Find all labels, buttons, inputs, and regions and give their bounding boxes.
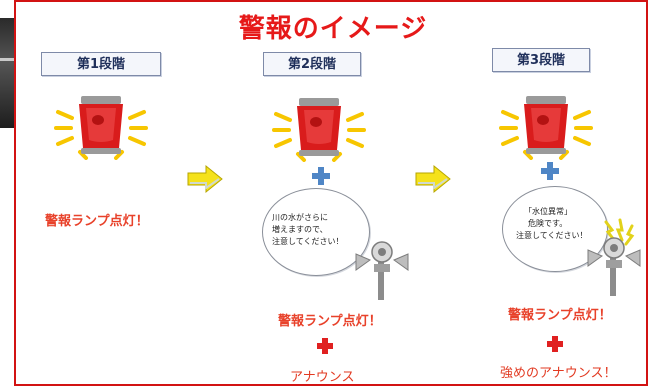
left-photo-fragment	[0, 18, 14, 128]
plus-icon	[541, 162, 559, 180]
stage-2-lamp-text: 警報ランプ点灯！	[278, 314, 382, 329]
stage-3-lamp-text: 警報ランプ点灯！	[508, 308, 612, 323]
stage-1-label: 第1段階	[41, 52, 161, 76]
arrow-right-icon	[186, 164, 224, 194]
plus-icon	[312, 167, 330, 185]
stage-3-bubble-line-3: 注意してください！	[516, 231, 588, 240]
stage-1-lamp-icon	[46, 90, 156, 160]
stage-3-bubble-line-1: 「水位異常」	[524, 207, 572, 216]
stage-2-label: 第2段階	[263, 52, 361, 76]
arrow-right-icon	[414, 164, 452, 194]
stage-2-bubble-line-2: 増えますので、	[272, 225, 328, 234]
stage-3-label: 第3段階	[492, 48, 590, 72]
stage-3-announce-text: 強めのアナウンス！	[500, 366, 617, 381]
stage-2-loudspeaker-icon	[352, 230, 412, 300]
stage-1-lamp-text: 警報ランプ点灯！	[45, 214, 149, 229]
stage-3-lamp-icon	[491, 90, 601, 160]
plus-icon	[317, 338, 333, 354]
page-title: 警報のイメージ	[238, 14, 428, 44]
stage-2-bubble-line-1: 川の水がさらに	[272, 213, 328, 222]
stage-2-lamp-icon	[264, 92, 374, 162]
stage-2-announce-text: アナウンス	[290, 370, 355, 385]
stage-2-speech-bubble	[262, 188, 370, 276]
stage-2-bubble-line-3: 注意してください！	[272, 237, 344, 246]
plus-icon	[547, 336, 563, 352]
slide-frame: 警報のイメージ 第1段階	[14, 0, 648, 386]
stage-3-loudspeaker-icon	[584, 216, 644, 296]
photo-edge	[0, 58, 14, 61]
stage-3-bubble-line-2: 危険です。	[528, 219, 568, 228]
